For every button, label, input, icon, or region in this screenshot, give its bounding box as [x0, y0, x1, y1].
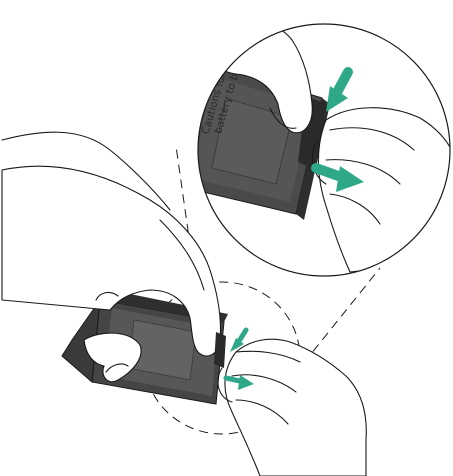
magnified-view: Warning Cautions for types of battery to…: [178, 10, 453, 276]
release-tab: [214, 332, 226, 368]
